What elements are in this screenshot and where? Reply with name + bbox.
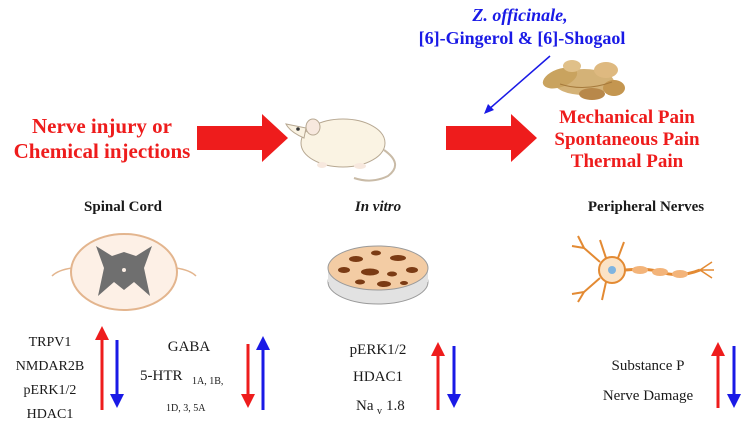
heading-peripheral-nerves: Peripheral Nerves (588, 199, 704, 215)
down-arrow-blue-peripheral (727, 346, 741, 408)
cause-line1: Nerve injury or (32, 114, 172, 138)
treatment-arrow (484, 55, 551, 114)
petri-dish-image (327, 245, 429, 305)
outcome-spontaneous-pain: Spontaneous Pain (554, 129, 700, 150)
heading-spinal-cord: Spinal Cord (84, 199, 163, 215)
marker-trpv1: TRPV1 (29, 335, 72, 350)
down-arrow-blue-invitro (447, 346, 461, 408)
treatment-title: Z. officinale, (471, 5, 567, 25)
marker-substance-p: Substance P (612, 358, 685, 374)
rat-image (285, 118, 396, 182)
marker-nav-subscript: v (377, 406, 382, 417)
process-arrow-1 (197, 114, 288, 162)
marker-nav-main: Na (356, 398, 374, 414)
treatment-compounds: [6]-Gingerol & [6]-Shogaol (419, 28, 626, 48)
marker-nmdar2b: NMDAR2B (16, 359, 84, 374)
spinal-cord-image (51, 233, 197, 311)
marker-5htr: 5-HTR (140, 368, 183, 384)
down-arrow-blue-spinal-left (110, 340, 124, 408)
marker-hdac1-spinal: HDAC1 (27, 407, 74, 422)
cause-line2: Chemical injections (14, 139, 191, 163)
down-arrow-red-spinal-right (241, 344, 255, 408)
neuron-image (571, 235, 714, 303)
marker-gaba: GABA (168, 339, 211, 355)
heading-in-vitro: In vitro (354, 199, 401, 215)
marker-nerve-damage: Nerve Damage (603, 388, 694, 404)
outcome-thermal-pain: Thermal Pain (571, 151, 684, 172)
outcome-mechanical-pain: Mechanical Pain (559, 107, 695, 128)
up-arrow-red-spinal-left (95, 326, 109, 410)
marker-nav-rest: 1.8 (386, 398, 405, 414)
marker-perk-invitro: pERK1/2 (350, 342, 407, 358)
marker-hdac1-invitro: HDAC1 (353, 369, 403, 385)
up-arrow-red-peripheral (711, 342, 725, 408)
up-arrow-red-invitro (431, 342, 445, 410)
process-arrow-2 (446, 114, 537, 162)
ginger-root-image (542, 60, 625, 100)
marker-5htr-subtypes-2: 1D, 3, 5A (166, 403, 206, 414)
up-arrow-blue-spinal-right (256, 336, 270, 410)
marker-perk-spinal: pERK1/2 (24, 383, 77, 398)
marker-5htr-subtypes-1: 1A, 1B, (192, 376, 223, 387)
